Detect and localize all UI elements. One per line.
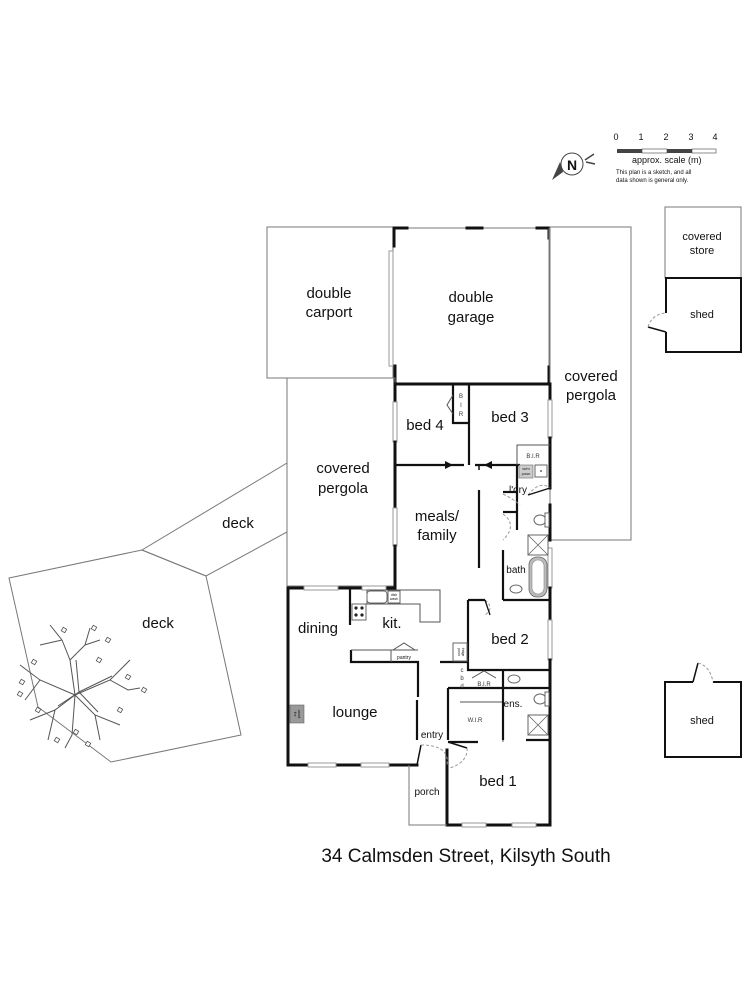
fridge-posn-line-1: fridge — [461, 648, 465, 657]
double-carport: double carport — [266, 226, 394, 379]
shed-top: shed — [647, 277, 742, 353]
dish-wash-line-1: dish — [391, 593, 397, 597]
covered-pergola-left: covered pergola — [286, 377, 396, 587]
garage-label-line-2: garage — [448, 309, 495, 326]
house-walls — [286, 382, 553, 828]
pergola-left-label-line-1: covered — [316, 460, 369, 477]
fridge-posn — [452, 642, 468, 662]
pergola-right-label-line-2: pergola — [566, 387, 617, 404]
meals-family-label-line-1: meals/ — [415, 508, 460, 525]
bir-bed4-r: R — [459, 412, 464, 418]
cbd-b: b — [460, 676, 464, 682]
scale-tick-1: 1 — [638, 132, 643, 142]
property-address: 34 Calmsden Street, Kilsyth South — [321, 846, 610, 867]
room-labels: bed 4 bed 3 l'dry meals/ family bath din… — [298, 409, 529, 798]
pergola-right-label-line-1: covered — [564, 368, 617, 385]
bed3-label: bed 3 — [491, 409, 529, 426]
ensuite-label: ens. — [504, 699, 523, 710]
bath-label: bath — [506, 565, 525, 576]
interior-walls — [348, 384, 550, 744]
basin-ensuite — [507, 674, 521, 684]
shed-bottom-label: shed — [690, 715, 714, 727]
compass-label: N — [567, 157, 577, 173]
fixtures: B I R B.I.R w/m posn — [289, 394, 551, 769]
scale-seg-4 — [691, 148, 717, 154]
compass-circle — [560, 152, 584, 176]
dishwasher — [387, 590, 401, 604]
carport-outline — [266, 226, 394, 379]
toilet-bath — [533, 514, 547, 526]
covered-store-label-line-2: store — [690, 245, 714, 257]
bed2-label: bed 2 — [491, 631, 529, 648]
scale-tick-2: 2 — [663, 132, 668, 142]
compass-tick-icon — [584, 153, 596, 165]
deck-lower-label: deck — [142, 615, 174, 632]
lounge-label: lounge — [332, 704, 377, 721]
toilet-ensuite — [533, 693, 547, 705]
disclaimer-line-2: data shown is general only. — [616, 178, 689, 184]
garage-label-line-1: double — [448, 289, 493, 306]
wood-fire — [289, 704, 305, 724]
laundry-label: l'dry — [509, 485, 527, 496]
cooktop — [351, 603, 367, 621]
porch-label: porch — [414, 787, 439, 798]
scale-seg-2 — [641, 148, 668, 154]
pergola-left-label-line-2: pergola — [318, 480, 369, 497]
double-garage: double garage — [388, 226, 551, 386]
covered-pergola-right: covered pergola — [549, 226, 632, 541]
scale-bar: 0 1 2 3 4 approx. scale (m) This plan is… — [613, 132, 717, 184]
fridge-posn-line-2: posn — [457, 648, 461, 656]
scale-tick-0: 0 — [613, 132, 618, 142]
basin-bath — [509, 584, 523, 594]
wir-label: W.I.R — [468, 718, 483, 724]
carport-label-line-1: double — [306, 285, 351, 302]
bir-bed2-label: B.I.R — [477, 682, 491, 688]
shed-top-label: shed — [690, 309, 714, 321]
scale-tick-4: 4 — [712, 132, 717, 142]
shed-bottom: shed — [664, 662, 742, 758]
wood-fire-line-2: fire — [293, 712, 297, 717]
garage-door — [388, 250, 394, 367]
carport-label-line-2: carport — [306, 304, 354, 321]
tree-icon — [16, 624, 148, 749]
compass: N — [552, 152, 596, 180]
cbd-c: c — [461, 668, 464, 674]
bed4-label: bed 4 — [406, 417, 444, 434]
bir-bed4-b: B — [459, 394, 463, 400]
bed1-label: bed 1 — [479, 773, 517, 790]
pantry-label: pantry — [397, 655, 411, 661]
covered-store: covered store — [664, 206, 742, 279]
meals-family-label-line-2: family — [417, 527, 457, 544]
entry-label: entry — [421, 730, 443, 741]
wm-posn-line-1: w/m — [522, 466, 530, 471]
deck-area: deck deck — [8, 462, 288, 763]
north-arrow-icon — [552, 162, 563, 180]
cbd-d: d — [460, 684, 463, 690]
covered-store-label-line-1: covered — [682, 231, 721, 243]
bir-bed3-label: B.I.R — [526, 454, 540, 460]
disclaimer-line-1: This plan is a sketch, and all — [616, 170, 691, 176]
wood-fire-line-1: wood — [297, 710, 301, 718]
dish-wash-line-2: wash — [390, 597, 398, 601]
scale-seg-1 — [617, 149, 642, 153]
scale-seg-3 — [667, 149, 692, 153]
dining-label: dining — [298, 620, 338, 637]
bir-bed4-i: I — [460, 403, 462, 409]
deck-upper-label: deck — [222, 515, 254, 532]
wm-posn-line-2: posn — [522, 471, 531, 476]
kitchen-sink — [366, 590, 388, 604]
kitchen-label: kit. — [382, 615, 401, 632]
wm-posn — [518, 464, 534, 479]
scale-label: approx. scale (m) — [632, 155, 702, 165]
deck-lower-outline — [8, 549, 242, 763]
scale-tick-3: 3 — [688, 132, 693, 142]
